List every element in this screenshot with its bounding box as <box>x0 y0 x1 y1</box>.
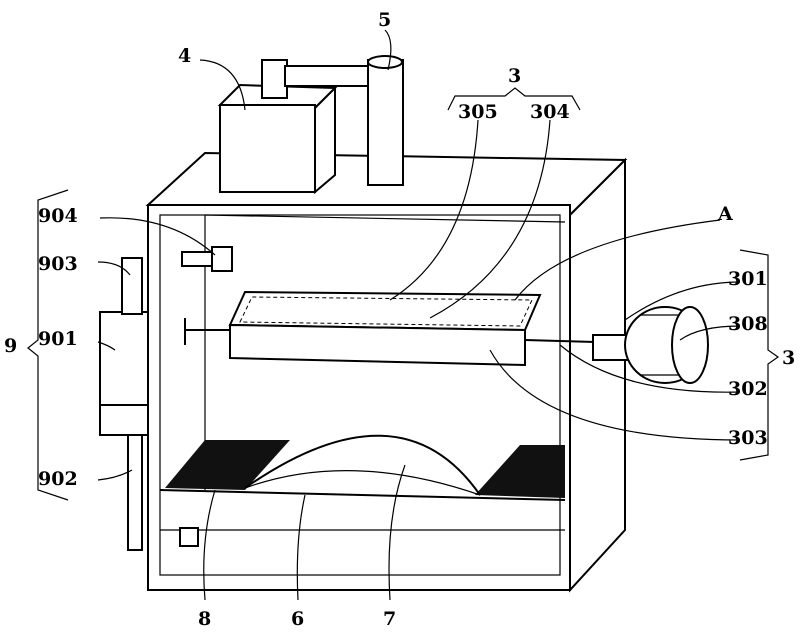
drawer-handle <box>179 527 199 547</box>
label-902: 902 <box>38 468 78 490</box>
leader-lines <box>97 29 741 601</box>
label-3-top: 3 <box>508 65 521 87</box>
label-7: 7 <box>383 608 396 630</box>
label-4: 4 <box>178 45 191 67</box>
label-8: 8 <box>198 608 211 630</box>
label-5: 5 <box>378 9 391 31</box>
label-6: 6 <box>291 608 304 630</box>
label-904: 904 <box>38 205 78 227</box>
cabinet <box>145 151 628 593</box>
brackets <box>27 87 780 501</box>
side-unit <box>99 246 233 551</box>
label-303: 303 <box>728 427 768 449</box>
label-301: 301 <box>728 268 768 290</box>
part-labels: 4 5 3 305 304 904 A 903 301 308 9 901 3 … <box>4 9 795 630</box>
label-9: 9 <box>4 335 17 357</box>
motor <box>592 306 709 384</box>
label-308: 308 <box>728 313 768 335</box>
label-304: 304 <box>530 101 570 123</box>
filter-screen <box>165 434 565 498</box>
label-305: 305 <box>458 101 498 123</box>
label-901: 901 <box>38 328 78 350</box>
label-903: 903 <box>38 253 78 275</box>
top-unit <box>217 55 404 195</box>
label-A: A <box>717 203 733 225</box>
tray-assembly <box>184 290 596 367</box>
label-302: 302 <box>728 378 768 400</box>
label-3-right: 3 <box>782 347 795 369</box>
